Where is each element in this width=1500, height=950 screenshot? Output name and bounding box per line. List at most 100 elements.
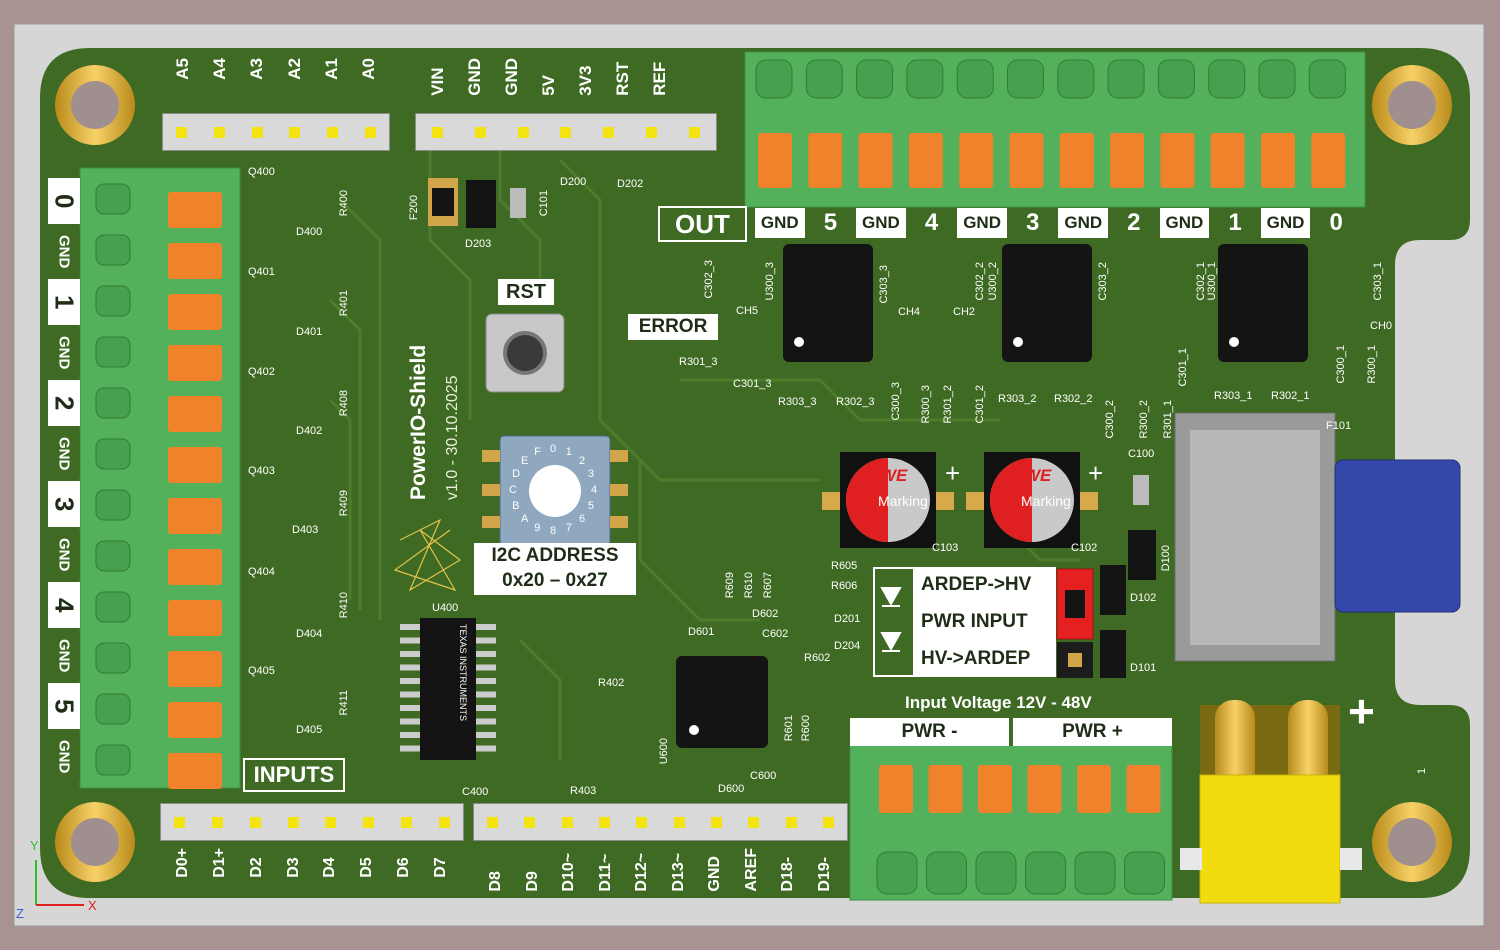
output-screw-slot — [956, 59, 994, 99]
reference-designator: R609 — [724, 572, 736, 599]
power-lever[interactable] — [978, 765, 1012, 813]
reference-designator: R303_1 — [1214, 390, 1253, 402]
pin-a1-label: A1 — [321, 58, 341, 80]
reference-designator: Q403 — [248, 465, 275, 477]
reference-designator: F101 — [1326, 420, 1352, 432]
output-gnd-label: GND — [856, 208, 907, 238]
rotary-dial-digit: E — [521, 455, 529, 467]
power-lever[interactable] — [1077, 765, 1111, 813]
reference-designator: R301_1 — [1162, 400, 1174, 439]
input-lever[interactable] — [168, 753, 222, 789]
reference-designator: C301_2 — [974, 385, 986, 424]
output-lever[interactable] — [1110, 133, 1145, 188]
reference-designator: Q405 — [248, 665, 275, 677]
input-lever[interactable] — [168, 600, 222, 636]
driver-chip — [1218, 244, 1308, 362]
input-screw-slot — [95, 540, 131, 572]
power-header — [415, 113, 717, 151]
rotary-dial-digit: A — [521, 512, 529, 525]
input-lever[interactable] — [168, 651, 222, 687]
output-gnd-label: GND — [755, 208, 806, 238]
input-gnd-label: GND — [55, 739, 73, 774]
reference-designator: C300_3 — [890, 382, 902, 421]
output-gnd-label: GND — [1159, 208, 1211, 238]
reference-designator: U300_3 — [764, 262, 776, 301]
reference-designator: C303_3 — [878, 265, 890, 304]
i2c-title: I2C ADDRESS — [491, 545, 619, 566]
reference-designator: R402 — [598, 677, 625, 689]
reference-designator: C100 — [1128, 448, 1155, 460]
output-lever[interactable] — [908, 133, 943, 188]
digital-header-right-labels: D8 D9 D10~ D11~ D12~ D13~ GND AREF D18- … — [478, 848, 843, 892]
output-lever[interactable] — [1311, 133, 1346, 188]
output-lever[interactable] — [758, 133, 792, 188]
power-lever[interactable] — [928, 765, 963, 813]
rotary-dial-digit: 8 — [550, 525, 557, 537]
power-lever[interactable] — [1027, 765, 1062, 813]
power-screw-slot — [1124, 851, 1165, 895]
reference-designator: D203 — [465, 238, 492, 250]
power-lever[interactable] — [1126, 765, 1161, 813]
reference-designator: D401 — [296, 326, 323, 338]
input-lever[interactable] — [168, 549, 222, 585]
output-screw-slot — [805, 59, 843, 99]
reference-designator: C302_3 — [703, 260, 715, 299]
input-label-cell: 1 — [48, 279, 80, 325]
output-lever[interactable] — [1261, 133, 1295, 188]
analog-header-labels: A5 A4 A3 A2 A1 A0 — [164, 58, 388, 80]
power-lever[interactable] — [879, 765, 913, 813]
input-lever[interactable] — [168, 498, 222, 534]
output-lever[interactable] — [1210, 133, 1245, 188]
pin-vin-label: VIN — [427, 67, 447, 96]
pin-a5-label: A5 — [172, 58, 192, 80]
rotary-dial-digit: 9 — [534, 521, 541, 534]
cap-c102-marking: Marking — [1021, 493, 1071, 509]
pin-gnd-label: GND — [464, 58, 484, 96]
reference-designator: D100 — [1160, 545, 1172, 572]
input-screw-slot — [95, 234, 131, 266]
input-channel-number: 1 — [49, 294, 80, 310]
reference-designator: R408 — [338, 390, 350, 417]
reference-designator: R300_2 — [1138, 400, 1150, 439]
input-screw-slot — [95, 183, 131, 215]
output-lever[interactable] — [808, 133, 843, 188]
input-lever[interactable] — [168, 447, 222, 483]
input-channel-number: 3 — [49, 496, 80, 512]
reference-designator: C301_1 — [1177, 348, 1189, 387]
reference-designator: R303_3 — [778, 396, 817, 408]
reference-designator: R605 — [831, 560, 858, 572]
output-lever[interactable] — [1160, 133, 1195, 188]
input-channel-number: 4 — [49, 597, 80, 613]
input-lever[interactable] — [168, 243, 222, 279]
input-lever[interactable] — [168, 396, 222, 432]
output-screw-slot — [856, 59, 894, 99]
error-label: ERROR — [628, 314, 718, 340]
output-lever[interactable] — [1009, 133, 1044, 188]
pin-d18-label: D18- — [779, 856, 797, 892]
pin-d12-label: D12~ — [633, 852, 651, 892]
input-lever[interactable] — [168, 345, 222, 381]
reference-designator: Q400 — [248, 166, 275, 178]
output-lever[interactable] — [1059, 133, 1094, 188]
output-channel-number: 2 — [1109, 208, 1160, 238]
reference-designator: R602 — [804, 652, 831, 664]
output-lever[interactable] — [959, 133, 994, 188]
i2c-address-box: I2C ADDRESS 0x20 – 0x27 — [474, 543, 636, 595]
reference-designator: C400 — [462, 786, 489, 798]
input-lever[interactable] — [168, 294, 222, 330]
u400-ti-marking: TEXAS INSTRUMENTS — [458, 624, 468, 722]
input-screw-slot — [95, 693, 131, 725]
input-lever[interactable] — [168, 192, 222, 228]
reference-designator: D600 — [718, 783, 745, 795]
input-label-cell: 0 — [48, 178, 80, 224]
reference-designator: R301_3 — [679, 356, 718, 368]
input-lever[interactable] — [168, 702, 222, 738]
power-screw-slot — [876, 851, 918, 895]
input-screw-slot — [95, 489, 131, 521]
input-channel-number: 0 — [49, 193, 80, 209]
input-gnd-label: GND — [55, 436, 73, 471]
input-channel-number: 5 — [49, 698, 80, 714]
reference-designator: CH5 — [736, 305, 759, 317]
output-lever[interactable] — [858, 133, 893, 188]
jumper-hv-ardep-label: HV->ARDEP — [921, 647, 1031, 669]
